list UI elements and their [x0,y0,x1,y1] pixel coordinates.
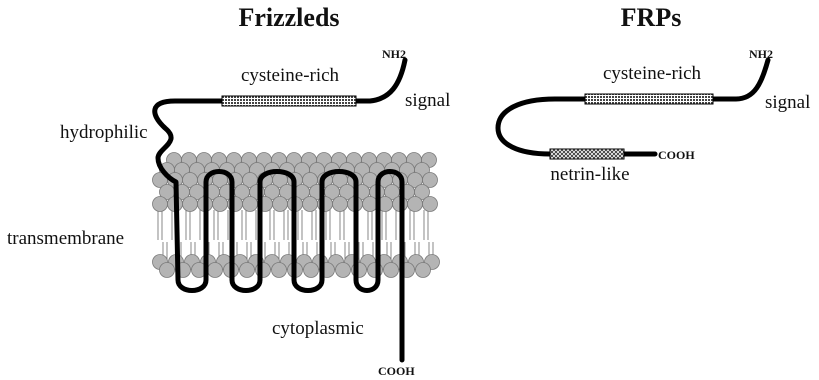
frp-nh2-label: NH2 [749,47,773,61]
lipid-head [423,197,438,212]
lipid-head [208,263,223,278]
lipid-head [153,197,168,212]
lipid-head [243,197,258,212]
frp-cooh-label: COOH [658,148,695,162]
lipid-head [273,197,288,212]
lipid-head [213,197,228,212]
frp-cysteine-rich-label: cysteine-rich [603,63,702,84]
lipid-head [240,263,255,278]
lipid-head [363,197,378,212]
frizzleds-title: Frizzleds [238,3,339,32]
lipid-head [416,263,431,278]
lipid-head [408,197,423,212]
frp-netrin-like-domain [550,149,624,159]
lipid-head [384,263,399,278]
lipid-head [303,197,318,212]
frizzled-signal-label: signal [405,90,450,111]
frp-signal-label: signal [765,92,810,113]
hydrophilic-label: hydrophilic [60,122,148,143]
lipid-head [160,263,175,278]
lipid-head [183,197,198,212]
lipid-head [333,197,348,212]
frizzled-cysteine-rich-label: cysteine-rich [241,65,340,86]
frizzled-cysteine-rich-domain [222,96,356,106]
cytoplasmic-label: cytoplasmic [272,318,364,339]
lipid-head [336,263,351,278]
lipid-head [304,263,319,278]
frp-cysteine-rich-domain [585,94,713,104]
frps-title: FRPs [621,3,682,32]
transmembrane-label: transmembrane [7,228,124,249]
frizzled-cooh-label: COOH [378,364,415,378]
frizzled-nh2-label: NH2 [382,47,406,61]
lipid-head [272,263,287,278]
netrin-like-label: netrin-like [550,164,629,185]
